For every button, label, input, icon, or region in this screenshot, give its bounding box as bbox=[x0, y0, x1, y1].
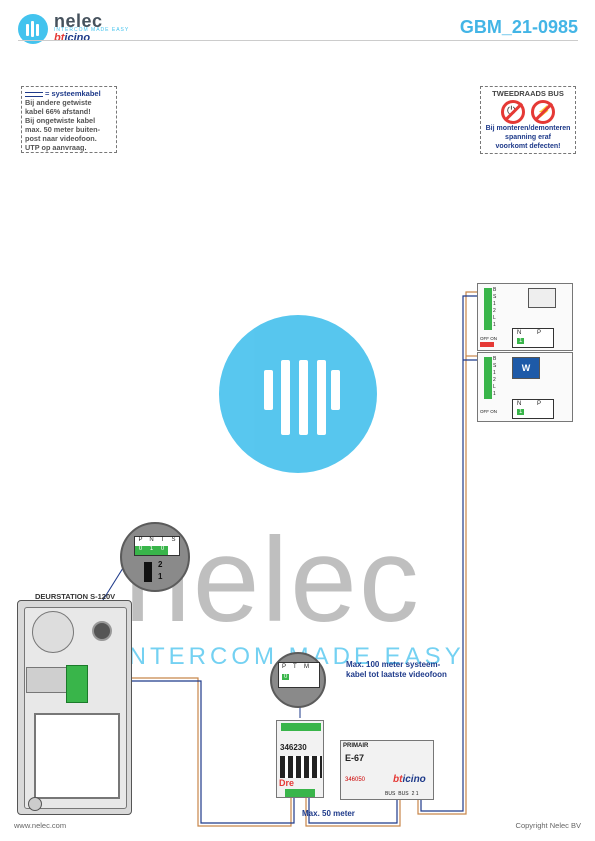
wire-orange bbox=[86, 677, 292, 827]
no-voltage-icon: ⚡ bbox=[531, 100, 555, 124]
note-max-100: Max. 100 meter systeem-kabel tot laatste… bbox=[346, 660, 447, 679]
header-divider bbox=[18, 40, 578, 41]
button-icon bbox=[28, 797, 42, 811]
warning-title: TWEEDRAADS BUS bbox=[492, 89, 564, 98]
warning-line: Bij monteren/demonteren bbox=[485, 125, 571, 132]
brand-tagline: INTERCOM MADE EASY bbox=[54, 27, 130, 33]
warning-line: voorkomt defecten! bbox=[495, 143, 561, 150]
magnifier-interface: P T M 0 bbox=[270, 652, 326, 708]
cable-note-line: post naar videofoon. bbox=[25, 134, 97, 143]
brand-logo-icon bbox=[18, 14, 48, 44]
terminal-block bbox=[66, 665, 88, 703]
screen-icon bbox=[528, 288, 556, 308]
watermark-logo-icon bbox=[219, 315, 377, 473]
wire-blue bbox=[308, 790, 398, 824]
note-max-50: Max. 50 meter bbox=[302, 809, 355, 818]
cable-note-line: Bij ongetwiste kabel bbox=[25, 116, 96, 125]
brand-name: nelec bbox=[54, 11, 103, 31]
warning-box: TWEEDRAADS BUS ⏻ ⚡ Bij monteren/demonter… bbox=[480, 86, 576, 154]
w-badge-icon: W bbox=[512, 357, 540, 379]
wire-blue bbox=[420, 295, 482, 812]
cable-note-line: UTP op aanvraag. bbox=[25, 143, 87, 152]
footer-copyright: Copyright Nelec BV bbox=[515, 821, 581, 830]
cable-note-line: kabel 66% afstand! bbox=[25, 107, 91, 116]
document-code: GBM_21-0985 bbox=[459, 17, 578, 37]
brand-sub-logo: bticino bbox=[54, 32, 91, 44]
cable-note-line: Bij andere getwiste bbox=[25, 98, 92, 107]
wire-blue bbox=[86, 680, 295, 824]
footer-website: www.nelec.com bbox=[14, 821, 67, 830]
door-station-label: DEURSTATION S-120V bbox=[35, 592, 116, 601]
cable-icon bbox=[25, 91, 43, 97]
warning-line: spanning eraf bbox=[505, 134, 551, 141]
cable-note-title: = systeemkabel bbox=[25, 89, 113, 98]
door-station bbox=[17, 600, 132, 815]
interface-module: 346230 Dre bbox=[276, 720, 324, 798]
cable-note-line: max. 50 meter buiten- bbox=[25, 125, 101, 134]
wire-orange bbox=[417, 291, 482, 815]
camera-icon bbox=[92, 621, 112, 641]
cable-note-box: = systeemkabel Bij andere getwiste kabel… bbox=[21, 86, 117, 153]
no-plug-icon: ⏻ bbox=[501, 100, 525, 124]
speaker-icon bbox=[32, 611, 74, 653]
wire-orange bbox=[305, 790, 401, 827]
